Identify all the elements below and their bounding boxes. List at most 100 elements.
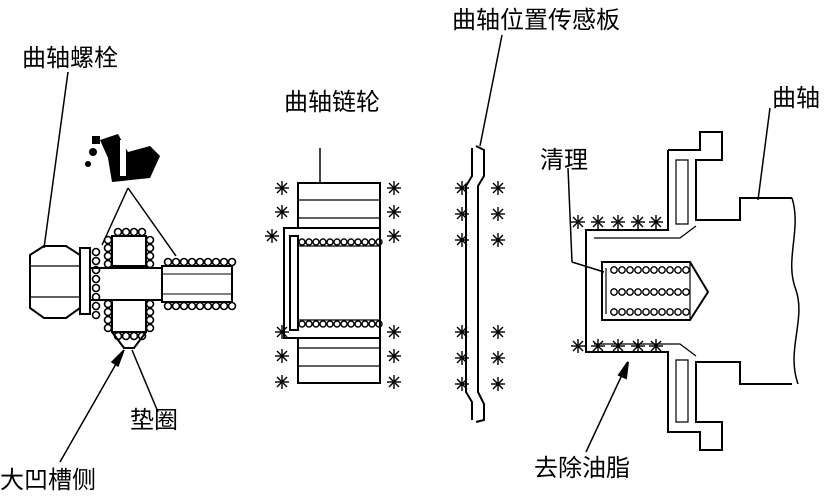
oil-dot [666,288,674,296]
oil-dot [333,320,341,328]
asterisk-icon [490,180,506,196]
oil-dot [113,331,123,341]
oil-dot [618,288,626,296]
oil-dot [145,251,155,261]
asterisk-icon [386,180,402,196]
oil-dot [326,320,334,328]
oil-dot [618,266,626,274]
oil-dots-bolt [91,227,237,341]
oil-dot [305,320,313,328]
crank-position-plate [465,34,503,423]
oil-dot [113,227,123,237]
oil-dot [211,301,221,311]
oil-dot [626,288,634,296]
label-large-groove-side: 大凹槽侧 [0,466,96,494]
asterisk-icon [648,214,664,230]
oil-dot [626,308,634,316]
asterisk-icon [274,204,290,220]
label-crank-bolt: 曲轴螺栓 [22,44,118,72]
oil-dot [347,238,355,246]
oil-dot [163,301,173,311]
asterisk-icon [264,228,280,244]
oil-dot [91,310,101,320]
asterisk-icon [570,214,586,230]
oil-dot [312,238,320,246]
oil-dot [129,331,139,341]
oil-dot [227,257,237,267]
oil-dot [340,320,348,328]
oil-dot [674,288,682,296]
oil-dot [187,257,197,267]
asterisk-icon [630,338,646,354]
oil-dot [298,320,306,328]
oil-dot [650,308,658,316]
oil-dot [674,266,682,274]
oil-dots-hole [610,266,690,316]
label-crank-position-plate: 曲轴位置传感板 [452,6,620,34]
asterisk-icon [490,206,506,222]
label-washer: 垫圈 [130,406,178,434]
label-clean: 清理 [540,146,588,174]
asterisk-icon [274,348,290,364]
asterisk-icon [590,338,606,354]
asterisk-icon [274,324,290,340]
oil-dot [326,238,334,246]
oil-dot [618,308,626,316]
oil-dot [610,288,618,296]
oil-dot [634,308,642,316]
asterisk-icon [570,338,586,354]
oil-dot [91,301,101,311]
oil-dot [319,320,327,328]
oil-dot [674,308,682,316]
oil-dot [347,320,355,328]
washer [111,235,147,349]
oil-dot [91,274,101,284]
asterisk-icon [274,180,290,196]
oil-dot [658,308,666,316]
oil-dot [658,288,666,296]
crank-sprocket [283,148,381,384]
oil-dot [103,315,113,325]
oil-dot [103,307,113,317]
oil-dot [361,238,369,246]
oil-dot [91,292,101,302]
oil-dot [312,320,320,328]
oil-dot [298,238,306,246]
oil-dot [650,266,658,274]
asterisk-icon [610,338,626,354]
oil-dot [642,288,650,296]
oil-dot [91,283,101,293]
oil-dot [91,247,101,257]
oil-dot [666,308,674,316]
oil-dot [658,266,666,274]
asterisk-icon [610,214,626,230]
oil-dot [145,235,155,245]
oil-dot [145,307,155,317]
oil-dot [195,257,205,267]
oil-dot [610,308,618,316]
oil-dot [91,256,101,266]
oil-dot [375,238,383,246]
asterisk-icon [490,324,506,340]
oil-dot [137,331,147,341]
asterisk-icon [386,374,402,390]
asterisk-icon [386,348,402,364]
oil-can-icon [85,134,160,182]
oil-dot [642,308,650,316]
oil-dot [179,257,189,267]
oil-dot [634,288,642,296]
oil-dot [368,320,376,328]
oil-dot [340,238,348,246]
oil-dot [91,265,101,275]
oil-dot [129,227,139,237]
asterisk-icon [386,324,402,340]
oil-dot [103,259,113,269]
asterisk-icon [490,376,506,392]
oil-dot [634,266,642,274]
oil-dots-sprocket [298,238,383,328]
oil-dot [203,301,213,311]
oil-dot [103,299,113,309]
oil-dot [319,238,327,246]
oil-dot [103,323,113,333]
